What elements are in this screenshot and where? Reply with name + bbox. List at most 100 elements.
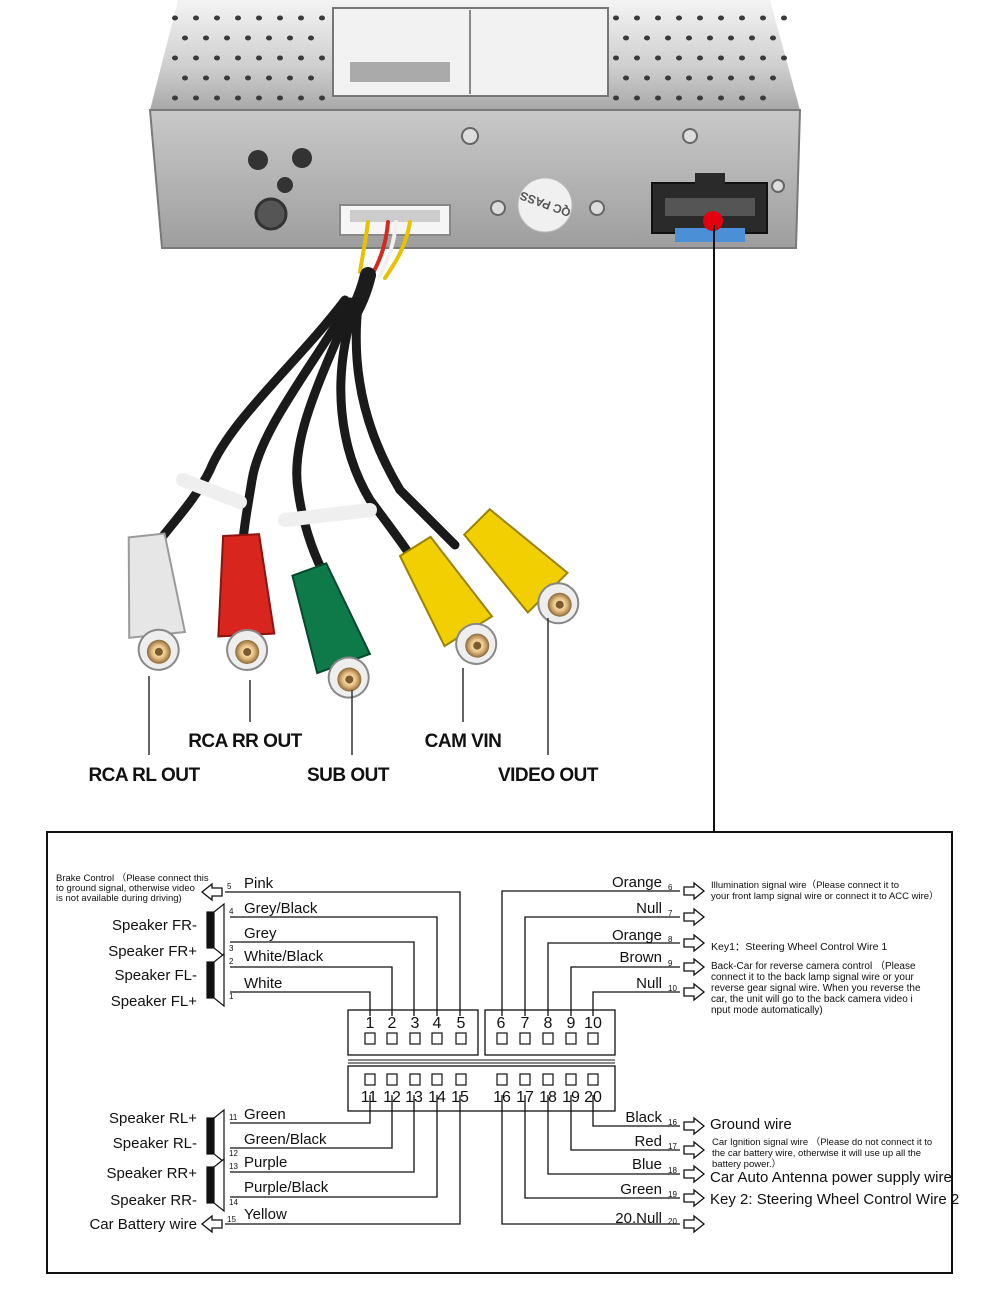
vent-hole	[718, 95, 724, 101]
left-wire-descriptions: Brake Control （Please connect this to gr…	[56, 872, 209, 1233]
arrow-left-icon	[200, 1214, 223, 1234]
speaker-icon	[206, 1157, 225, 1213]
pin-number: 4	[433, 1015, 442, 1032]
wire-pin-number: 19	[668, 1190, 677, 1199]
pin-square	[496, 1032, 508, 1045]
wire-color-label: Yellow	[244, 1206, 287, 1223]
vent-hole	[665, 35, 671, 41]
wire-pin-number: 5	[227, 882, 232, 891]
vent-hole	[214, 15, 220, 21]
rca-plug-red	[217, 533, 276, 671]
wire-color-label: Null	[636, 900, 662, 917]
arrow-right-icon	[683, 1164, 706, 1184]
pin-number: 9	[567, 1015, 576, 1032]
vent-hole	[193, 15, 199, 21]
harness-wires	[155, 220, 460, 575]
wire-pin-number: 12	[229, 1149, 238, 1158]
vent-hole	[277, 95, 283, 101]
vent-hole	[172, 55, 178, 61]
wire-color-label: Black	[625, 1109, 662, 1126]
vent-hole	[665, 75, 671, 81]
screw	[682, 128, 698, 144]
arrow-left-icon	[200, 882, 223, 902]
wire-function-label: Speaker RR-	[110, 1192, 197, 1209]
vent-hole	[634, 15, 640, 21]
pin-square	[542, 1032, 554, 1045]
wire-function-label: Speaker FL-	[114, 967, 197, 984]
vent-hole	[634, 55, 640, 61]
screw	[490, 200, 506, 216]
arrow-right-icon	[683, 982, 706, 1002]
wire-color-label: Null	[636, 975, 662, 992]
vent-hole	[203, 75, 209, 81]
vent-hole	[697, 95, 703, 101]
connector-socket-strip	[665, 198, 755, 216]
screw	[771, 179, 785, 193]
wire-color-label: Green	[244, 1106, 286, 1123]
panel-hole	[248, 150, 268, 170]
vent-hole	[193, 55, 199, 61]
ignition-desc: Car Ignition signal wire （Please do not …	[712, 1136, 932, 1148]
vent-hole	[224, 35, 230, 41]
panel-hole	[277, 177, 293, 193]
rca-plug-yellow-cam	[398, 535, 498, 665]
wire-pin-number: 17	[668, 1142, 677, 1151]
vent-hole	[655, 95, 661, 101]
wire-color-label: Pink	[244, 875, 274, 892]
connector-pins	[350, 210, 440, 222]
pin-square	[542, 1073, 554, 1086]
wire-color-label: Brown	[619, 949, 662, 966]
vent-hole	[697, 55, 703, 61]
cable-white	[155, 295, 350, 545]
vent-hole	[319, 95, 325, 101]
vent-hole	[623, 75, 629, 81]
arrow-right-icon	[683, 1214, 706, 1234]
wire-pin-number: 20	[668, 1217, 677, 1226]
speaker-icon	[206, 1108, 225, 1164]
vent-hole	[728, 35, 734, 41]
rca-plug-green	[291, 562, 372, 699]
qc-pass-sticker: QC PASS	[517, 177, 573, 233]
vent-hole	[308, 75, 314, 81]
pin-square	[386, 1073, 398, 1086]
back-car-desc: car, the unit will go to the back camera…	[711, 994, 913, 1005]
vent-hole	[235, 55, 241, 61]
vent-hole	[266, 75, 272, 81]
pin-square	[587, 1032, 599, 1045]
vent-hole	[749, 35, 755, 41]
wire-pin-number: 14	[229, 1198, 238, 1207]
vent-hole	[245, 35, 251, 41]
back-car-desc: reverse gear signal wire. When you rever…	[711, 983, 921, 994]
brake-control-desc: to ground signal, otherwise video	[56, 883, 195, 894]
wire-pin-number: 6	[668, 883, 673, 892]
car-stereo-unit: QC PASS	[148, 0, 802, 249]
vent-hole	[193, 95, 199, 101]
wire-function-label: Speaker RL+	[109, 1110, 197, 1127]
illumination-desc: your front lamp signal wire or connect i…	[711, 890, 939, 902]
ignition-desc: the car battery wire, otherwise it will …	[712, 1148, 921, 1159]
pin-square	[386, 1032, 398, 1045]
label-rca-rl-out: RCA RL OUT	[88, 765, 200, 786]
vent-hole	[256, 15, 262, 21]
vent-hole	[287, 35, 293, 41]
rca-plug-yellow-video	[462, 507, 580, 625]
antenna-wire-label: Car Auto Antenna power supply wire	[710, 1169, 952, 1186]
wire-yellow	[358, 220, 370, 274]
label-video-out: VIDEO OUT	[498, 765, 599, 786]
vent-hole	[277, 15, 283, 21]
vent-hole	[770, 35, 776, 41]
vent-hole	[319, 15, 325, 21]
label-sub-out: SUB OUT	[307, 765, 390, 786]
left-pin-numbers: 5 4 3 2 1 11 12 13 14 15	[227, 882, 238, 1224]
wire-color-label: Grey/Black	[244, 900, 318, 917]
vent-hole	[298, 15, 304, 21]
vent-hole	[182, 35, 188, 41]
wire-function-label: Speaker RR+	[107, 1165, 198, 1182]
wire-color-label: Grey	[244, 925, 277, 942]
wire-pin-number: 1	[229, 992, 234, 1001]
key2-wire-label: Key 2: Steering Wheel Control Wire 2	[710, 1191, 959, 1208]
wire-pin-number: 15	[227, 1215, 236, 1224]
connector-pin-squares	[364, 1032, 599, 1086]
ignition-desc: battery power.）	[712, 1158, 781, 1170]
pin-square	[587, 1073, 599, 1086]
